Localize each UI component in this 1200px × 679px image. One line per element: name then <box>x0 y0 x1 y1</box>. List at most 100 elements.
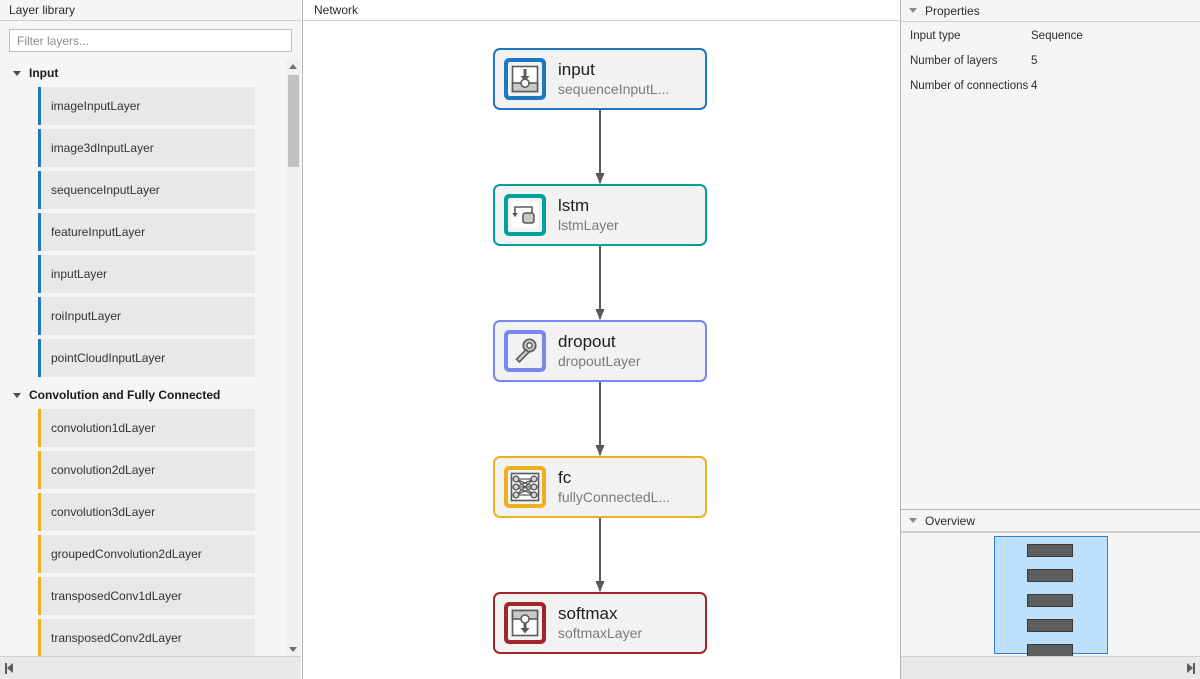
scrollbar-thumb[interactable] <box>288 75 299 167</box>
scroll-to-end-icon[interactable] <box>1183 662 1195 674</box>
layer-group-label: Input <box>29 66 59 80</box>
node-name-label: fc <box>558 467 572 487</box>
layer-library-item[interactable]: featureInputLayer <box>38 213 255 251</box>
layer-library-item[interactable]: roiInputLayer <box>38 297 255 335</box>
layer-accent-bar <box>38 451 41 489</box>
property-row: Number of layers 5 <box>901 48 1200 73</box>
collapse-chevron-icon[interactable] <box>909 518 917 523</box>
layer-library-title: Layer library <box>0 0 301 21</box>
layer-accent-bar <box>38 129 41 167</box>
layer-item-label: transposedConv1dLayer <box>51 589 182 603</box>
scroll-down-icon[interactable] <box>285 642 301 656</box>
layer-item-label: sequenceInputLayer <box>51 183 160 197</box>
fully-connected-icon <box>504 466 546 508</box>
overview-node-thumb <box>1027 544 1073 557</box>
layer-item-label: groupedConvolution2dLayer <box>51 547 202 561</box>
layer-library-item[interactable]: image3dInputLayer <box>38 129 255 167</box>
scroll-up-icon[interactable] <box>285 59 301 73</box>
overview-node-thumb <box>1027 594 1073 607</box>
node-name-label: dropout <box>558 331 616 351</box>
sequence-input-icon <box>504 58 546 100</box>
layer-library-horizontal-scrollbar[interactable] <box>0 656 301 679</box>
layer-item-label: pointCloudInputLayer <box>51 351 166 365</box>
layer-library-item[interactable]: convolution1dLayer <box>38 409 255 447</box>
layer-item-label: inputLayer <box>51 267 108 281</box>
layer-accent-bar <box>38 255 41 293</box>
group-collapse-chevron-icon[interactable] <box>13 70 21 76</box>
filter-layers-container <box>0 22 301 59</box>
layer-group-label: Convolution and Fully Connected <box>29 388 221 402</box>
layer-item-label: featureInputLayer <box>51 225 146 239</box>
node-name-label: softmax <box>558 603 618 623</box>
layer-item-label: roiInputLayer <box>51 309 122 323</box>
layer-library-item[interactable]: transposedConv1dLayer <box>38 577 255 615</box>
property-key: Number of layers <box>910 54 998 67</box>
layer-group-header[interactable]: Convolution and Fully Connected <box>0 381 283 409</box>
overview-node-thumb <box>1027 644 1073 656</box>
overview-node-thumb <box>1027 569 1073 582</box>
lstm-icon <box>504 194 546 236</box>
layer-library-scroll-area[interactable]: Input imageInputLayer image3dInputLayer seq… <box>0 59 301 656</box>
collapse-chevron-icon[interactable] <box>909 8 917 13</box>
node-type-label: sequenceInputL... <box>558 80 670 97</box>
scroll-to-start-icon[interactable] <box>5 662 17 674</box>
softmax-icon <box>504 602 546 644</box>
layer-library-item[interactable]: pointCloudInputLayer <box>38 339 255 377</box>
node-type-label: softmaxLayer <box>558 624 643 641</box>
dropout-icon <box>504 330 546 372</box>
layer-library-vertical-scrollbar[interactable] <box>285 59 301 656</box>
layer-group-header[interactable]: Input <box>0 59 283 87</box>
network-title: Network <box>303 0 899 21</box>
layer-accent-bar <box>38 535 41 573</box>
layer-accent-bar <box>38 493 41 531</box>
layer-library-item[interactable]: convolution2dLayer <box>38 451 255 489</box>
property-value: 5 <box>1031 54 1038 67</box>
layer-accent-bar <box>38 87 41 125</box>
node-name-label: input <box>558 59 595 79</box>
property-value: Sequence <box>1031 29 1083 42</box>
layer-library-item[interactable]: transposedConv2dLayer <box>38 619 255 656</box>
layer-library-item[interactable]: groupedConvolution2dLayer <box>38 535 255 573</box>
layer-accent-bar <box>38 171 41 209</box>
layer-accent-bar <box>38 409 41 447</box>
properties-title-text: Properties <box>925 3 980 18</box>
group-collapse-chevron-icon[interactable] <box>13 392 21 398</box>
layer-accent-bar <box>38 619 41 656</box>
filter-layers-input[interactable] <box>9 29 292 52</box>
properties-header[interactable]: Properties <box>901 0 1200 22</box>
node-type-label: dropoutLayer <box>558 352 641 369</box>
node-name-label: lstm <box>558 195 590 215</box>
layer-library-item[interactable]: convolution3dLayer <box>38 493 255 531</box>
overview-title-text: Overview <box>925 513 976 528</box>
layer-item-label: convolution2dLayer <box>51 463 156 477</box>
layer-library-item[interactable]: inputLayer <box>38 255 255 293</box>
layer-library-item[interactable]: sequenceInputLayer <box>38 171 255 209</box>
layer-library-title-text: Layer library <box>9 3 76 17</box>
layer-library-item[interactable]: imageInputLayer <box>38 87 255 125</box>
layer-accent-bar <box>38 297 41 335</box>
layer-item-label: image3dInputLayer <box>51 141 154 155</box>
node-type-label: fullyConnectedL... <box>558 488 671 505</box>
layer-accent-bar <box>38 339 41 377</box>
property-key: Input type <box>910 29 961 42</box>
node-type-label: lstmLayer <box>558 216 619 233</box>
overview-header[interactable]: Overview <box>901 509 1200 532</box>
layer-accent-bar <box>38 577 41 615</box>
layer-item-label: convolution3dLayer <box>51 505 156 519</box>
layer-accent-bar <box>38 213 41 251</box>
network-title-text: Network <box>314 3 359 17</box>
property-row: Input type Sequence <box>901 23 1200 48</box>
overview-viewport-rect[interactable] <box>994 536 1108 656</box>
overview-node-thumb <box>1027 619 1073 632</box>
overview-body[interactable] <box>901 532 1200 656</box>
right-panel-horizontal-scrollbar[interactable] <box>901 656 1200 679</box>
